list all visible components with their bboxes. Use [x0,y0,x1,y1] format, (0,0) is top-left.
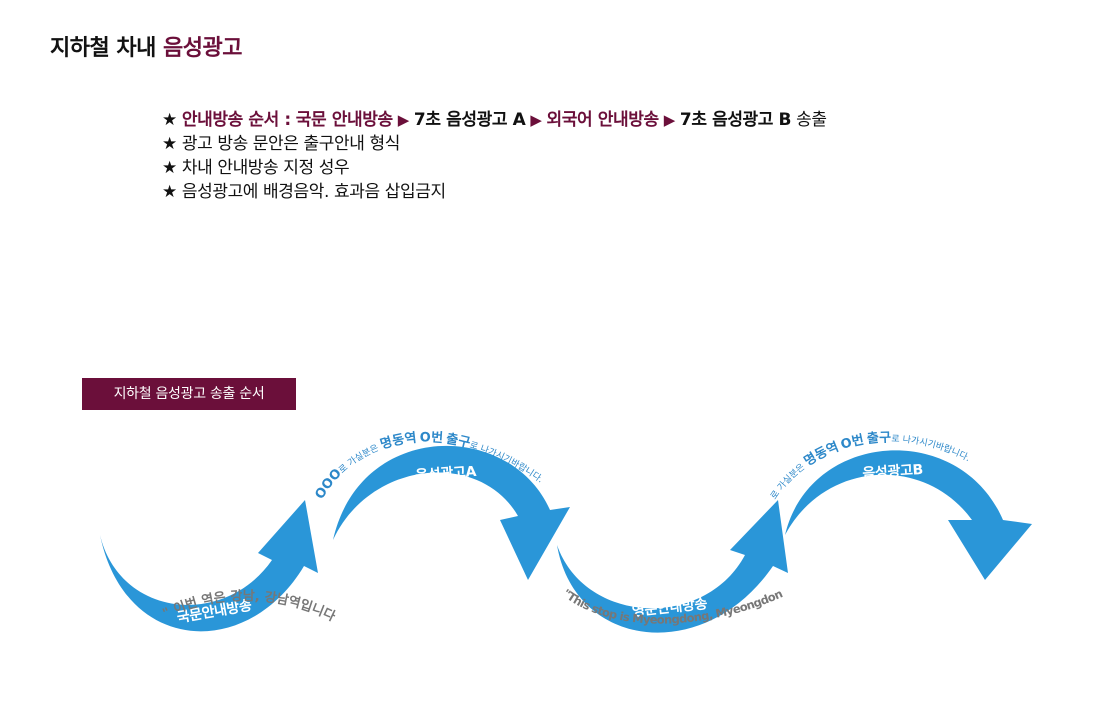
page-title: 지하철 차내 음성광고 [50,30,243,62]
ad-a-exit-num: O번 [420,430,444,446]
order-tail: 송출 [796,110,827,130]
notice-line-voice: ★ 차내 안내방송 지정 성우 [162,158,350,178]
label-ad-b: 음성광고B [862,461,924,482]
title-highlight: 음성광고 [163,36,243,61]
ad-b-exit: 출구 [866,430,891,447]
ad-a-circles: OOO [313,466,345,502]
order-step-korean: 국문 안내방송 [295,110,393,130]
triangle-right-icon: ▶ [530,111,542,129]
ad-b-exit-num: O번 [839,433,865,453]
ad-a-small1: 로 가실분은 [337,443,380,476]
section-label: 지하철 음성광고 송출 순서 [82,378,296,410]
notice-line-order: ★ 안내방송 순서 : 국문 안내방송 ▶ 7초 음성광고 A ▶ 외국어 안내… [162,108,827,132]
notice-line-music: ★ 음성광고에 배경음악. 효과음 삽입금지 [162,182,446,202]
order-step-ad-a: 7초 음성광고 A [413,110,526,130]
arrow-ad-b [785,450,1032,580]
ad-b-station: 명동역 [801,439,841,470]
ad-a-exit: 출구 [445,431,472,451]
notice-list: ★ 안내방송 순서 : 국문 안내방송 ▶ 7초 음성광고 A ▶ 외국어 안내… [162,108,827,204]
arrow-korean-to-ad-a [100,500,318,632]
triangle-right-icon: ▶ [663,111,676,129]
order-step-foreign: 외국어 안내방송 [546,110,660,130]
order-label: 안내방송 순서 : [181,110,291,130]
arrow-english-to-ad-b [557,500,788,633]
star-icon: ★ [162,110,177,130]
title-prefix: 지하철 차내 [50,36,156,61]
ad-b-small1: 로 가실분은 [769,462,807,502]
order-step-ad-b: 7초 음성광고 B [679,110,792,130]
triangle-right-icon: ▶ [397,111,410,129]
notice-line-format: ★ 광고 방송 문안은 출구안내 형식 [162,134,400,154]
label-ad-a: 음성광고A [415,463,477,484]
arrow-ad-a [333,445,570,580]
english-quote: "This stop is Myeongdong, Myeongdong" [0,0,785,627]
ad-a-station: 명동역 [378,430,417,453]
